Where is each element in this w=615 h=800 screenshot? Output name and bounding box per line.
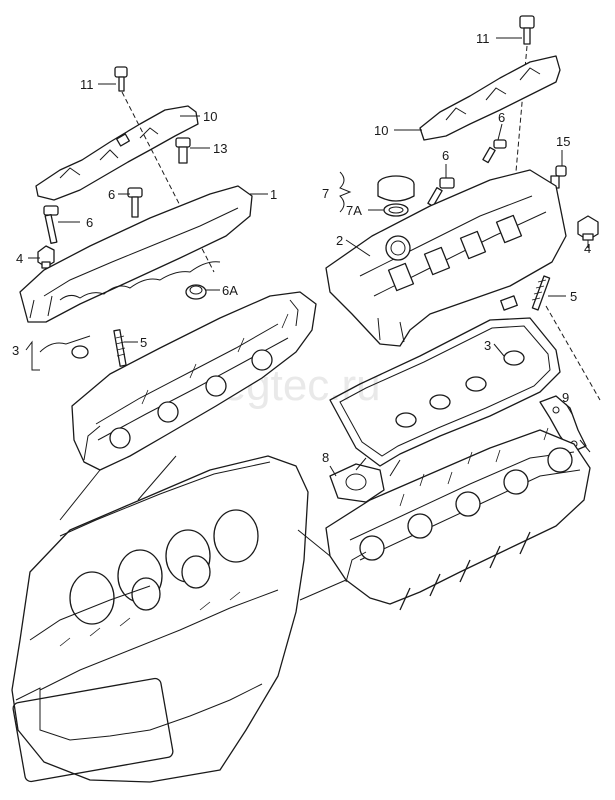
engine-block: [11, 455, 309, 783]
left-bolt-6-lower: [43, 205, 59, 244]
callout-9: 9: [562, 390, 569, 405]
callout-2: 2: [336, 233, 343, 248]
left-stud: [113, 329, 127, 367]
callout-8: 8: [322, 450, 329, 465]
right-cover-axis: [545, 305, 601, 401]
camshaft-bearing-cap: [329, 463, 385, 503]
right-top-bolt: [519, 15, 535, 45]
callout-15: 15: [556, 134, 570, 149]
left-seal-kit: [39, 335, 91, 359]
callout-6-right-mid: 6: [442, 148, 449, 163]
callout-3-right: 3: [484, 338, 491, 353]
right-gasket-head-leaders: [355, 457, 401, 477]
callout-5-left: 5: [140, 335, 147, 350]
left-cover-rail: [35, 105, 199, 201]
callout-6-left-mid: 6: [86, 215, 93, 230]
callout-4-left: 4: [16, 251, 23, 266]
cap-group-bracket: [339, 171, 352, 213]
callout-7: 7: [322, 186, 329, 201]
left-bolt-6-upper: [127, 187, 143, 218]
oil-filler-seal-7A: [383, 203, 409, 217]
left-bolt-13: [175, 137, 191, 164]
right-valve-cover-gasket: [329, 295, 561, 467]
right-cover-rail: [419, 55, 561, 141]
left-valve-cover: [19, 185, 253, 323]
callout-10-right: 10: [374, 123, 388, 138]
left-nut: [37, 245, 55, 269]
callout-6-right-top: 6: [498, 110, 505, 125]
callout-11-left: 11: [80, 77, 94, 92]
right-bolt-6-lower: [427, 177, 455, 207]
right-cylinder-head: [325, 427, 591, 605]
callout-13: 13: [213, 141, 227, 156]
right-valve-cover: [325, 169, 567, 347]
oil-filler-cap: [377, 175, 415, 202]
left-cylinder-head: [71, 291, 317, 471]
callout-7A: 7A: [346, 203, 362, 218]
right-stud: [531, 275, 551, 311]
left-head-block-leaders: [59, 455, 177, 521]
right-bolt-6-upper: [482, 139, 507, 164]
right-head-bottom-studs: [399, 531, 531, 611]
callout-5-right: 5: [570, 289, 577, 304]
right-head-block-leaders: [297, 529, 347, 601]
right-nut: [577, 215, 599, 241]
callout-6A: 6A: [222, 283, 238, 298]
callout-leaders: [25, 37, 589, 477]
callout-10-left: 10: [203, 109, 217, 124]
callout-3-left: 3: [12, 343, 19, 358]
left-top-bolt: [114, 66, 128, 92]
left-plug-seal-6A: [185, 284, 207, 300]
callout-6-left-top: 6: [108, 187, 115, 202]
callout-4-right: 4: [584, 241, 591, 256]
right-bracket: [539, 395, 587, 453]
callout-11-right: 11: [476, 31, 490, 46]
callout-1: 1: [270, 187, 277, 202]
